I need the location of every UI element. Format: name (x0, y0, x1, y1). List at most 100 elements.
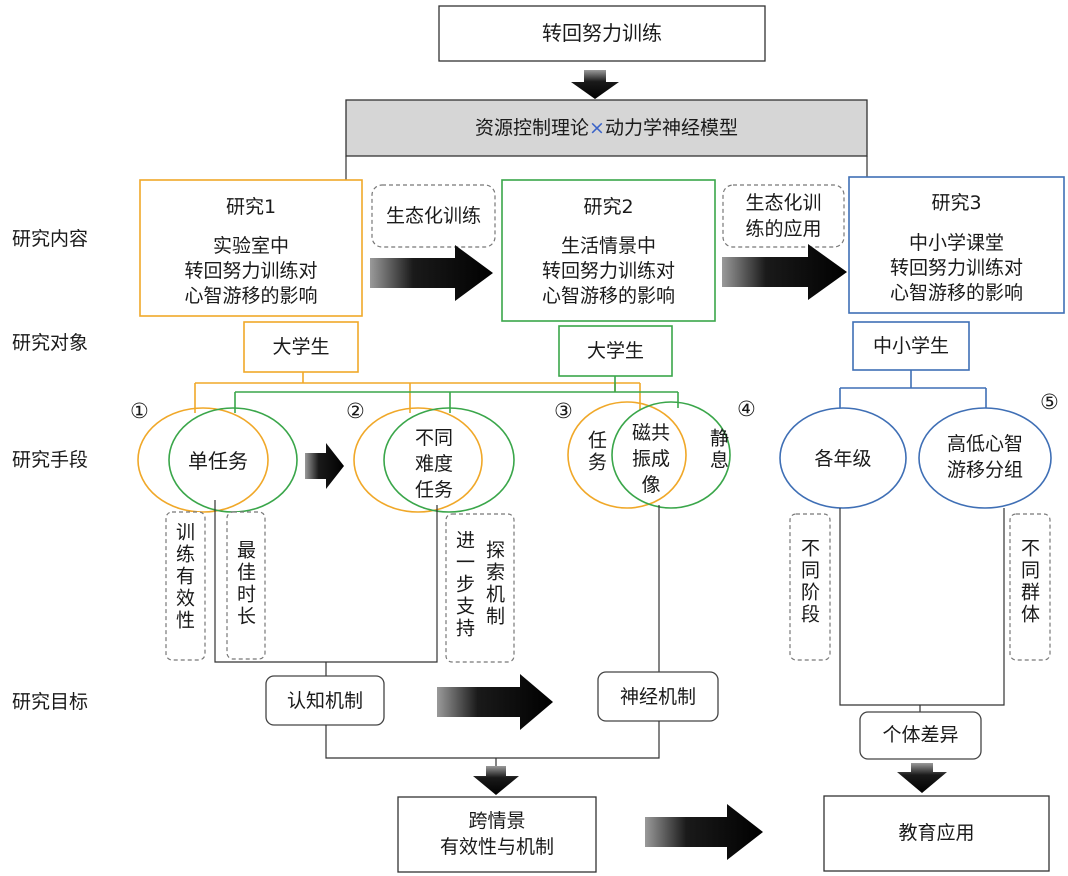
arrow-individual-down (897, 763, 947, 793)
top-title: 转回努力训练 (542, 21, 662, 45)
study3-box (848, 176, 1065, 314)
note-further: 进一步支持 (453, 530, 475, 640)
note-stage-box (789, 513, 831, 661)
circle-single-orange (137, 407, 269, 513)
marker-4: ④ (737, 397, 756, 421)
study1-line1: 实验室中 (212, 235, 289, 257)
goal-neural-box (597, 671, 719, 722)
label-subjects: 研究对象 (12, 332, 89, 354)
arrow-small (305, 443, 344, 489)
theory-box (345, 99, 868, 157)
connector-individual (839, 508, 1005, 712)
marker-3: ③ (554, 399, 573, 423)
circle-fmri-orange (567, 401, 687, 509)
note-best: 最佳时长 (234, 540, 256, 628)
method-diff-3: 任务 (414, 479, 453, 501)
note-further-box (445, 513, 515, 663)
method-diff-1: 不同 (414, 427, 453, 449)
circle-fmri-green (611, 401, 731, 509)
method-diff-2: 难度 (414, 453, 453, 475)
marker-1: ① (130, 399, 149, 423)
theory-title: 资源控制理论×动力学神经模型 (346, 115, 867, 141)
circle-diff-orange (353, 407, 483, 513)
transition2-box (722, 184, 845, 248)
method-single: 单任务 (188, 449, 248, 473)
connector-cognitive (214, 500, 438, 676)
outcome-edu-box (823, 795, 1050, 872)
arrow-cross-down (473, 766, 519, 795)
transition2-label-a: 生态化训 (745, 192, 822, 214)
study2-title: 研究2 (583, 196, 634, 218)
transition1-label: 生态化训练 (385, 205, 481, 227)
goal-cognitive: 认知机制 (286, 690, 363, 712)
outcome-cross-box (397, 796, 597, 873)
method-task: 任务 (585, 430, 607, 474)
study3-line2: 转回努力训练对 (889, 257, 1023, 279)
connector-cross (325, 721, 660, 766)
method-fmri-3: 像 (641, 474, 661, 496)
circle-diff-green (383, 407, 515, 513)
arrow-cog-neural (437, 674, 553, 730)
tree-blue (839, 370, 987, 408)
study1-box (139, 179, 363, 317)
method-rest: 静息 (707, 428, 729, 472)
note-group-box (1009, 513, 1051, 661)
subject2-label: 大学生 (586, 340, 644, 362)
theory-right: 动力学神经模型 (604, 117, 738, 139)
note-effect-box (165, 511, 206, 661)
method-hilo-2: 游移分组 (946, 459, 1023, 481)
label-methods: 研究手段 (12, 449, 89, 471)
study2-line3: 心智游移的影响 (541, 285, 675, 307)
study2-line2: 转回努力训练对 (541, 260, 675, 282)
study3-title: 研究3 (931, 192, 982, 214)
note-effect: 训练有效性 (173, 522, 195, 632)
tree-orange (194, 372, 641, 413)
method-hilo-1: 高低心智 (946, 433, 1023, 455)
circle-grade (779, 407, 907, 509)
theory-connector (345, 156, 868, 180)
arrow-study1-2 (370, 245, 493, 301)
note-explore: 探索机制 (483, 540, 505, 628)
subject3-box (852, 321, 970, 371)
note-stage: 不同阶段 (798, 538, 820, 626)
theory-sep: × (589, 117, 605, 139)
goal-neural: 神经机制 (619, 686, 696, 708)
note-best-box (226, 511, 266, 660)
transition1-box (371, 184, 496, 248)
arrow-cross-edu (645, 804, 763, 860)
study3-line1: 中小学课堂 (908, 232, 1004, 254)
note-group: 不同群体 (1018, 538, 1040, 626)
study1-line3: 心智游移的影响 (184, 285, 318, 307)
outcome-cross-2: 有效性与机制 (439, 836, 554, 858)
study2-line1: 生活情景中 (560, 235, 656, 257)
goal-individual-box (859, 711, 982, 760)
method-grade: 各年级 (814, 448, 872, 470)
subject1-box (243, 321, 359, 373)
label-goals: 研究目标 (12, 691, 89, 713)
subject1-label: 大学生 (272, 336, 330, 358)
method-fmri-2: 振成 (631, 448, 670, 470)
transition2-label-b: 练的应用 (745, 218, 822, 240)
goal-individual: 个体差异 (882, 724, 959, 746)
study1-title: 研究1 (225, 196, 277, 218)
label-content: 研究内容 (12, 228, 89, 250)
study2-box (501, 179, 716, 322)
theory-left: 资源控制理论 (475, 117, 590, 139)
circle-hilo (918, 407, 1052, 509)
outcome-edu: 教育应用 (898, 822, 975, 844)
study3-line3: 心智游移的影响 (889, 282, 1023, 304)
subject3-label: 中小学生 (872, 335, 949, 357)
tree-green (234, 376, 679, 413)
arrow-top-down (571, 70, 619, 99)
study1-line2: 转回努力训练对 (184, 260, 318, 282)
outcome-cross-1: 跨情景 (468, 810, 526, 832)
arrow-study2-3 (722, 244, 847, 300)
top-box (438, 5, 766, 62)
marker-2: ② (346, 399, 365, 423)
subject2-box (558, 325, 673, 377)
marker-5: ⑤ (1040, 390, 1059, 414)
goal-cognitive-box (265, 675, 385, 726)
method-fmri-1: 磁共 (631, 422, 670, 444)
